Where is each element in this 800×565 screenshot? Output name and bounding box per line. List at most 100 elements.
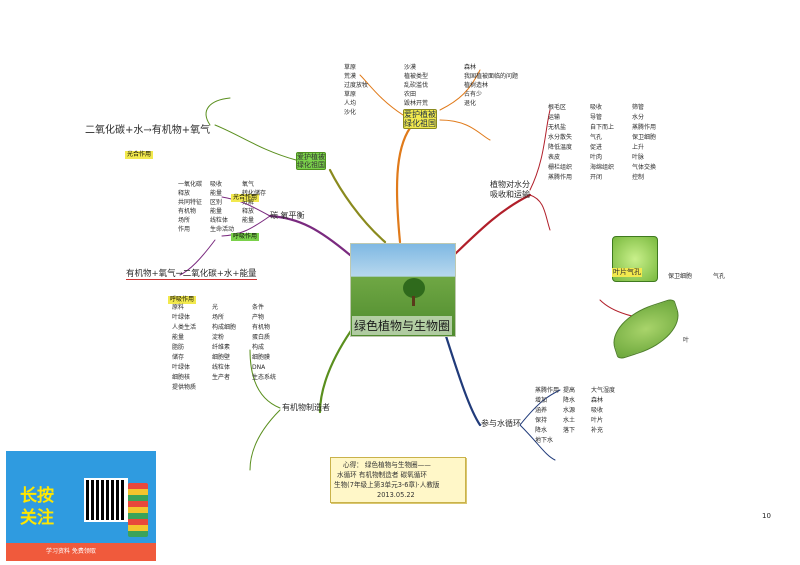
carbon-term: 分解 bbox=[242, 199, 255, 206]
branch-protect-left: 爱护植被 绿化祖国 bbox=[296, 152, 326, 171]
absorb-term: 筛管 bbox=[632, 104, 645, 111]
producer-term: DNA bbox=[252, 364, 266, 371]
note-box: 心得： 绿色植物与生物圈—— 水循环 有机物制造者 碳氧循环 生物(7年级上第3… bbox=[330, 457, 466, 503]
carbon-term: 释放 bbox=[178, 190, 191, 197]
producer-term: 场所 bbox=[212, 314, 225, 321]
absorb-term: 无机盐 bbox=[548, 124, 567, 131]
top-term: 占有少 bbox=[464, 91, 483, 98]
twig-1 bbox=[359, 74, 404, 116]
water-term: 降水 bbox=[563, 397, 576, 404]
branch-line-left bbox=[268, 214, 352, 257]
carbon-term: 有机物 bbox=[178, 208, 197, 215]
resp-tag-2: 呼吸作用 bbox=[168, 296, 197, 304]
carbon-term: 一氧化碳 bbox=[178, 181, 203, 188]
water-term: 降水 bbox=[535, 427, 548, 434]
absorb-term: 保卫细胞 bbox=[632, 134, 657, 141]
top-term: 草原 bbox=[344, 91, 357, 98]
branch-absorb: 植物对水分 吸收和运输 bbox=[490, 180, 530, 199]
absorb-term: 栅栏组织 bbox=[548, 164, 573, 171]
top-term: 森林 bbox=[464, 64, 477, 71]
water-term: 叶片 bbox=[591, 417, 604, 424]
twig-6 bbox=[221, 196, 271, 217]
producer-term: 光 bbox=[212, 304, 219, 311]
water-term: 地下水 bbox=[535, 437, 554, 444]
photo-tag-2: 光合作用 bbox=[231, 194, 260, 202]
twig-3 bbox=[439, 119, 491, 141]
carbon-term: 能量 bbox=[210, 190, 223, 197]
producer-term: 产物 bbox=[252, 314, 265, 321]
water-term: 落下 bbox=[563, 427, 576, 434]
producer-term: 淀粉 bbox=[212, 334, 225, 341]
producer-term: 细胞壁 bbox=[212, 354, 231, 361]
note-line-4: 2013.05.22 bbox=[377, 491, 415, 499]
producer-term: 原料 bbox=[172, 304, 185, 311]
producer-term: 储存 bbox=[172, 354, 185, 361]
absorb-term: 控制 bbox=[632, 174, 645, 181]
producer-term: 能量 bbox=[172, 334, 185, 341]
absorb-term: 开闭 bbox=[590, 174, 603, 181]
note-line-3: 生物(7年级上第3单元3-6章)·人教版 bbox=[334, 481, 440, 489]
promo-footer-bar: 学习资料 免费领取 bbox=[6, 543, 156, 561]
absorb-term: 叶肉 bbox=[590, 154, 603, 161]
guard-cell-label: 保卫细胞 bbox=[668, 273, 693, 280]
absorb-term: 运输 bbox=[548, 114, 561, 121]
top-term: 农田 bbox=[404, 91, 417, 98]
leaf-stomata-label: 叶片气孔 bbox=[612, 268, 642, 277]
twig-10 bbox=[249, 409, 281, 471]
carbon-term: 释放 bbox=[242, 208, 255, 215]
producer-term: 细胞核 bbox=[172, 374, 191, 381]
absorb-term: 蒸腾作用 bbox=[548, 174, 573, 181]
carbon-term: 转化储存 bbox=[242, 190, 267, 197]
water-term: 水源 bbox=[563, 407, 576, 414]
twig-9 bbox=[249, 349, 281, 409]
promo-line-1: 长按 bbox=[20, 486, 54, 506]
absorb-term: 表皮 bbox=[548, 154, 561, 161]
carbon-term: 吸收 bbox=[210, 181, 223, 188]
twig-14 bbox=[519, 389, 561, 426]
top-term: 退化 bbox=[464, 100, 477, 107]
note-line-2: 水循环 有机物制造者 碳氧循环 bbox=[337, 471, 427, 479]
promo-banner[interactable]: 长按 关注 学习资料 免费领取 bbox=[6, 451, 156, 561]
absorb-term: 促进 bbox=[590, 144, 603, 151]
branch-line-right bbox=[452, 193, 532, 257]
water-term: 森林 bbox=[591, 397, 604, 404]
branch-protect-vegetation: 爱护植被 绿化祖国 bbox=[403, 109, 437, 130]
producer-term: 纤维素 bbox=[212, 344, 231, 351]
twig-8 bbox=[179, 239, 216, 276]
absorb-term: 导管 bbox=[590, 114, 603, 121]
twig-11 bbox=[529, 109, 551, 191]
water-term: 水土 bbox=[563, 417, 576, 424]
absorb-term: 气体交换 bbox=[632, 164, 657, 171]
water-term: 保持 bbox=[535, 417, 548, 424]
stoma-label: 气孔 bbox=[713, 273, 726, 280]
producer-term: 有机物 bbox=[252, 324, 271, 331]
water-term: 提高 bbox=[563, 387, 576, 394]
top-term: 毁林开荒 bbox=[404, 100, 429, 107]
qr-code-icon[interactable] bbox=[84, 478, 128, 522]
producer-term: 构成细胞 bbox=[212, 324, 237, 331]
carbon-term: 能量 bbox=[242, 217, 255, 224]
absorb-term: 海绵组织 bbox=[590, 164, 615, 171]
respiration-formula: 有机物+氧气→二氧化碳+水+能量 bbox=[126, 269, 257, 280]
photosynthesis-formula: 二氧化碳+水→有机物+氧气 bbox=[85, 125, 211, 136]
top-term: 植树造林 bbox=[464, 82, 489, 89]
resp-tag: 呼吸作用 bbox=[231, 233, 260, 241]
absorb-term: 水分 bbox=[632, 114, 645, 121]
branch-line-producer bbox=[318, 323, 357, 414]
producer-term: 条件 bbox=[252, 304, 265, 311]
producer-term: 生产者 bbox=[212, 374, 231, 381]
note-line-1: 心得： 绿色植物与生物圈—— bbox=[343, 461, 431, 469]
producer-term: 人类生活 bbox=[172, 324, 197, 331]
promo-line-2: 关注 bbox=[20, 508, 54, 528]
twig-5 bbox=[205, 97, 231, 126]
producer-term: 蛋白质 bbox=[252, 334, 271, 341]
carbon-term: 生命活动 bbox=[210, 226, 235, 233]
top-term: 沙化 bbox=[344, 109, 357, 116]
water-term: 涵养 bbox=[535, 407, 548, 414]
producer-term: 叶绿体 bbox=[172, 364, 191, 371]
water-term: 吸收 bbox=[591, 407, 604, 414]
producer-term: 构成 bbox=[252, 344, 265, 351]
branch-line-top-left bbox=[328, 168, 387, 244]
